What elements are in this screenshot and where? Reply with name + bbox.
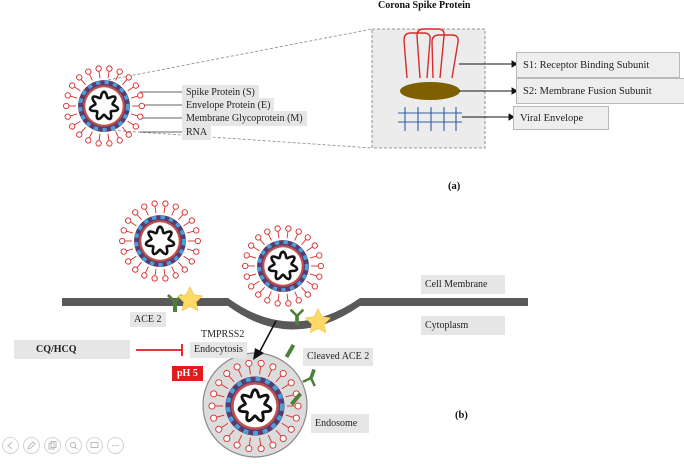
virus-label-lines	[140, 91, 182, 133]
label-cytoplasm: Cytoplasm	[421, 316, 505, 335]
panel-b-tag: (b)	[455, 410, 468, 421]
label-endocytosis: Endocytosis	[190, 342, 247, 358]
label-cell-membrane: Cell Membrane	[421, 275, 505, 294]
endocytosis-arrowhead	[253, 348, 264, 360]
label-ace2: ACE 2	[130, 312, 166, 327]
endocytosis-arrow	[258, 320, 277, 354]
cleaved-ace2-endosome	[302, 368, 316, 387]
ace2-receptor	[167, 294, 183, 312]
label-cleaved-ace2: Cleaved ACE 2	[303, 348, 374, 366]
tmprss2-protease	[176, 286, 204, 312]
spike-protein-title: Corona Spike Protein	[378, 0, 471, 11]
label-endosome: Endosome	[311, 414, 369, 433]
viral-envelope-grid	[398, 107, 462, 131]
virus-in-endosome	[208, 359, 302, 453]
comment-icon[interactable]	[86, 437, 103, 454]
label-s2-membrane-fusion: S2: Membrane Fusion Subunit	[516, 78, 684, 104]
panel-a-tag: (a)	[448, 181, 461, 192]
label-s1-receptor-binding: S1: Receptor Binding Subunit	[516, 52, 680, 78]
viewer-toolbar	[2, 437, 124, 454]
edit-icon[interactable]	[23, 437, 40, 454]
spike-pointer-arrows	[459, 60, 518, 121]
cleaved-ace2-fragment	[284, 343, 296, 359]
spike-s2-body	[400, 82, 460, 100]
zoom-line-top	[107, 28, 373, 81]
virus-panel-a	[63, 65, 145, 147]
more-icon[interactable]	[107, 437, 124, 454]
label-rna: RNA	[182, 125, 212, 140]
zoom-icon[interactable]	[65, 437, 82, 454]
spike-s1-lobes	[403, 28, 459, 79]
ph-badge: pH 5	[172, 366, 203, 381]
label-spike-protein: Spike Protein (S)	[182, 85, 259, 100]
cell-membrane-right	[360, 298, 528, 306]
label-viral-envelope: Viral Envelope	[513, 106, 609, 130]
label-membrane-glycoprotein: Membrane Glycoprotein (M)	[182, 111, 307, 126]
copy-icon[interactable]	[44, 437, 61, 454]
label-tmprss2: TMPRSS2	[201, 329, 245, 340]
back-icon[interactable]	[2, 437, 19, 454]
ace2-receptor-bound	[289, 308, 305, 325]
cleaved-ace2-fragment-2	[289, 392, 303, 406]
tmprss2-protease-2	[304, 308, 332, 334]
label-envelope-protein: Envelope Protein (E)	[182, 98, 275, 113]
label-cq-hcq: CQ/HCQ	[14, 340, 130, 359]
zoom-line-bottom	[107, 129, 373, 149]
cell-membrane-left	[62, 298, 228, 306]
virus-attaching	[119, 200, 201, 282]
virus-entering	[242, 225, 324, 307]
